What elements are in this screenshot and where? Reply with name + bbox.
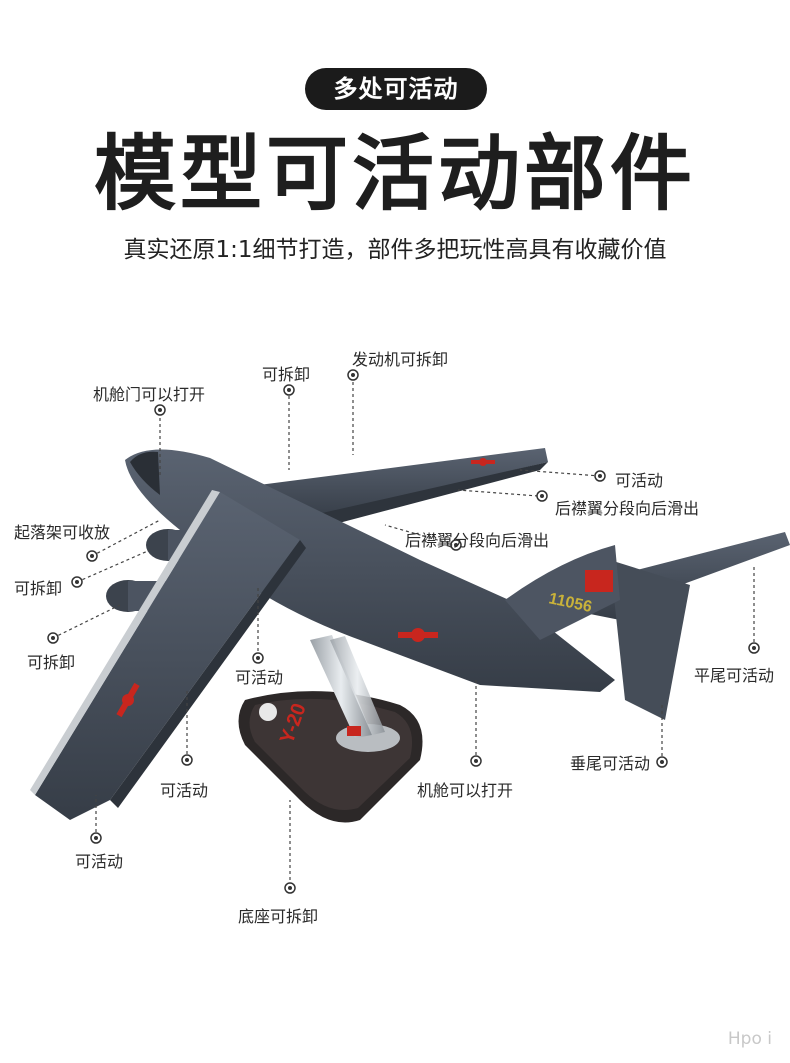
callout-wingtip-movable: 可活动 [75, 852, 124, 871]
headline: 模型可活动部件 [93, 127, 696, 222]
subline: 真实还原1:1细节打造，部件多把玩性高具有收藏价值 [123, 237, 667, 263]
watermark: Hpo i [727, 1029, 772, 1049]
callout-flap-right: 后襟翼分段向后滑出 [555, 499, 700, 518]
callout-engine-removable: 发动机可拆卸 [352, 350, 449, 369]
callout-left-removable-2: 可拆卸 [27, 653, 76, 672]
roundel-markings [116, 458, 495, 718]
callout-right-wing-movable: 可活动 [615, 471, 664, 490]
callout-flap-center: 后襟翼分段向后滑出 [405, 531, 550, 550]
callout-cabin-open: 机舱可以打开 [417, 781, 514, 800]
callout-cabin-door: 机舱门可以打开 [93, 385, 206, 404]
callout-base-removable: 底座可拆卸 [238, 907, 319, 926]
callout-horizontal-tail: 平尾可活动 [694, 666, 775, 685]
callout-center-movable: 可活动 [235, 668, 284, 687]
feature-badge: 多处可活动 [305, 68, 487, 110]
vertical-tail [610, 560, 690, 720]
callout-vertical-tail: 垂尾可活动 [570, 754, 651, 773]
flag-marking [585, 570, 613, 592]
callout-landing-gear: 起落架可收放 [14, 523, 111, 542]
callout-leader-lines [52, 382, 755, 886]
callout-top-removable: 可拆卸 [262, 365, 311, 384]
callout-wing-movable-low: 可活动 [160, 781, 209, 800]
callout-left-removable-1: 可拆卸 [14, 579, 63, 598]
left-wing [35, 492, 300, 820]
display-stand: Y-20 [238, 635, 423, 823]
right-wing [220, 448, 548, 520]
